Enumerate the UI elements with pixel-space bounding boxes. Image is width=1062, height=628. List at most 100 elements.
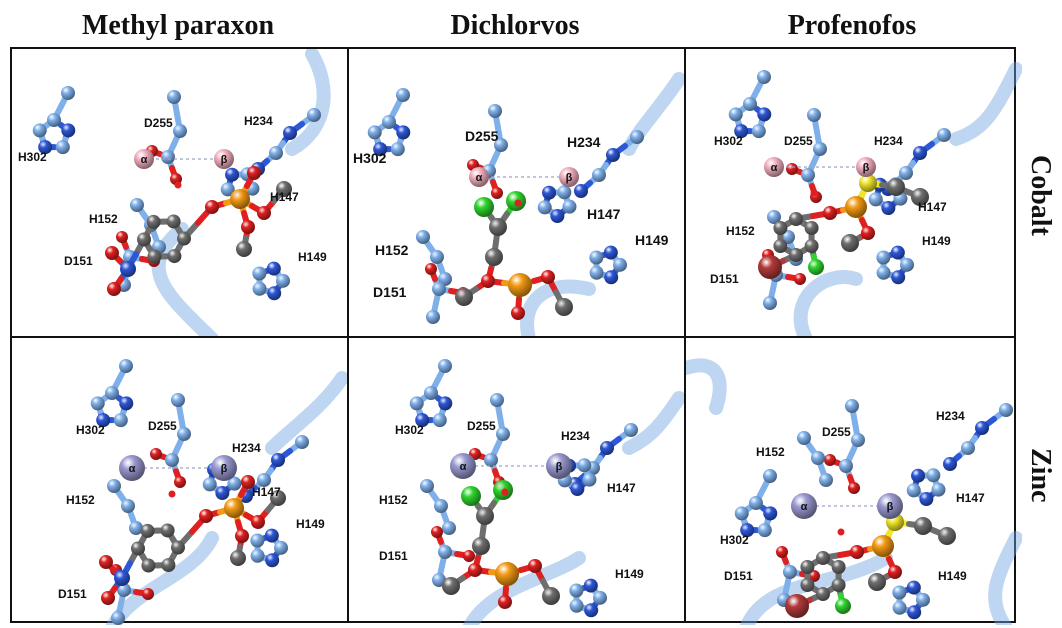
residue-h234 (574, 130, 644, 198)
residue-h302 (734, 469, 778, 538)
residue-d255 (786, 108, 827, 203)
row-title-cobalt: Cobalt (1025, 154, 1056, 236)
residue-label-h302: H302 (714, 134, 743, 148)
metal-beta (877, 493, 903, 519)
metal-beta-label: β (556, 461, 563, 473)
residue-label-h302: H302 (720, 533, 749, 547)
residue-label-h152: H152 (726, 224, 755, 238)
ligand-profenofos (758, 174, 929, 279)
residue-h149 (589, 245, 627, 285)
residue-label-h147: H147 (270, 190, 299, 204)
metal-alpha (134, 149, 154, 169)
bridging-water (514, 199, 522, 207)
residue-label-h147: H147 (587, 206, 621, 222)
residue-label-h149: H149 (615, 567, 644, 581)
residue-h152 (107, 479, 143, 535)
ligand-methyl-paraxon (99, 475, 286, 605)
metal-beta (546, 453, 572, 479)
residue-label-h149: H149 (296, 517, 325, 531)
residue-h149 (250, 528, 288, 568)
residue-label-h152: H152 (66, 493, 95, 507)
ligand-dichlorvos (455, 191, 573, 320)
residue-h302 (90, 359, 134, 428)
residue-h302 (409, 359, 453, 428)
metal-alpha-label: α (141, 154, 148, 166)
metal-beta-label: β (221, 154, 228, 166)
residue-h152 (420, 479, 456, 535)
residue-h149 (876, 245, 914, 285)
metal-beta-label: β (887, 501, 894, 513)
residue-label-d151: D151 (724, 569, 753, 583)
residue-h234 (943, 403, 1013, 471)
bridging-water (837, 528, 845, 536)
residue-label-h302: H302 (18, 150, 47, 164)
residue-label-h149: H149 (938, 569, 967, 583)
residue-d255 (824, 399, 865, 494)
metal-alpha (119, 455, 145, 481)
metal-alpha (764, 157, 784, 177)
residue-h149 (892, 580, 930, 620)
residue-label-h147: H147 (252, 485, 281, 499)
residue-label-h302: H302 (76, 423, 105, 437)
bridging-water (174, 181, 182, 189)
residue-label-h147: H147 (956, 491, 985, 505)
residue-h147 (537, 185, 577, 223)
row-title-zinc: Zinc (1025, 447, 1056, 503)
residue-label-h234: H234 (936, 409, 965, 423)
residue-label-h234: H234 (874, 134, 903, 148)
residue-label-h147: H147 (607, 481, 636, 495)
residue-label-h152: H152 (379, 493, 408, 507)
residue-label-h234: H234 (561, 429, 590, 443)
residue-label-h149: H149 (298, 250, 327, 264)
bridging-water (501, 488, 509, 496)
residue-h234 (239, 435, 309, 503)
metal-beta-label: β (863, 162, 870, 174)
ligand-profenofos (785, 513, 956, 618)
residue-label-d255: D255 (148, 419, 177, 433)
residue-label-d255: D255 (144, 116, 173, 130)
residue-h152 (797, 431, 833, 487)
panel-divider-horizontal (12, 336, 1014, 338)
residue-label-d151: D151 (379, 549, 408, 563)
panel-divider-vertical-2 (684, 49, 686, 621)
metal-alpha-label: α (801, 501, 808, 513)
metal-beta (856, 157, 876, 177)
column-title-dichlorvos: Dichlorvos (450, 10, 580, 41)
residue-label-h152: H152 (756, 445, 785, 459)
residue-label-h234: H234 (232, 441, 261, 455)
bridging-water (810, 189, 818, 197)
residue-label-d151: D151 (710, 272, 739, 286)
residue-d255 (146, 90, 187, 185)
residue-label-h234: H234 (567, 134, 601, 150)
residue-d255 (150, 393, 191, 488)
residue-label-d255: D255 (822, 425, 851, 439)
metal-alpha-label: α (129, 463, 136, 475)
residue-h147 (906, 468, 946, 506)
residue-h302 (728, 70, 772, 139)
residue-label-h149: H149 (922, 234, 951, 248)
metal-alpha (450, 453, 476, 479)
residue-label-h302: H302 (395, 423, 424, 437)
residue-label-d151: D151 (64, 254, 93, 268)
ligand-methyl-paraxon (105, 166, 292, 296)
metal-beta (214, 149, 234, 169)
metal-beta-label: β (566, 172, 573, 184)
bridging-water (168, 490, 176, 498)
metal-alpha-label: α (771, 162, 778, 174)
